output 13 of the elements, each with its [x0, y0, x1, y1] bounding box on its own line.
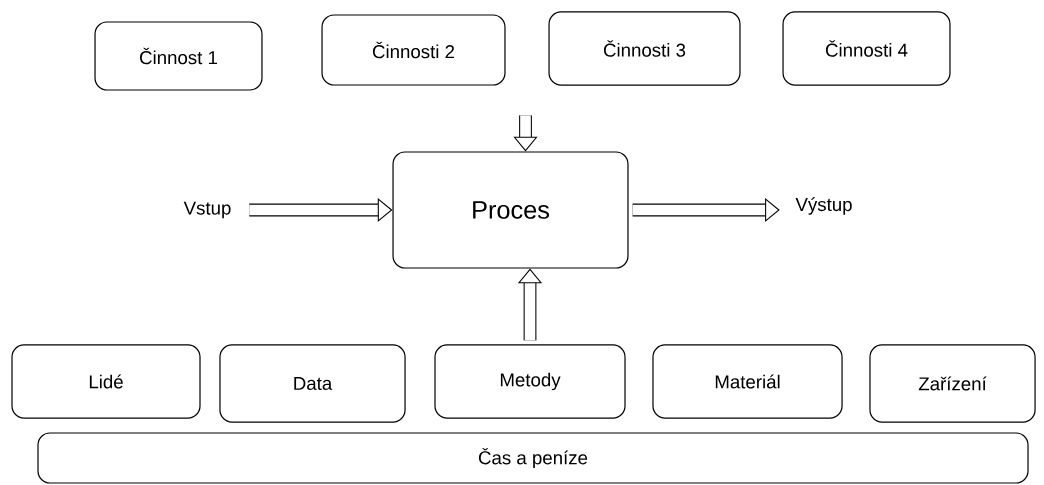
activity-box: Metody: [434, 344, 626, 419]
label-text: Vstup: [183, 201, 231, 219]
activity-box: Činnosti 3: [548, 11, 741, 86]
label-text: Výstup: [795, 197, 852, 215]
activity-box: Materiál: [652, 344, 843, 419]
activity-box: Zařízení: [869, 344, 1036, 423]
activity-box: Činnosti 4: [782, 11, 951, 86]
process-box: Proces: [392, 151, 629, 269]
activity-box: Činnosti 2: [321, 14, 506, 86]
activity-box: Lidé: [11, 344, 201, 419]
activity-box: Čas a peníze: [37, 432, 1029, 484]
activity-box: Činnost 1: [94, 21, 263, 91]
activity-box: Data: [219, 344, 406, 423]
